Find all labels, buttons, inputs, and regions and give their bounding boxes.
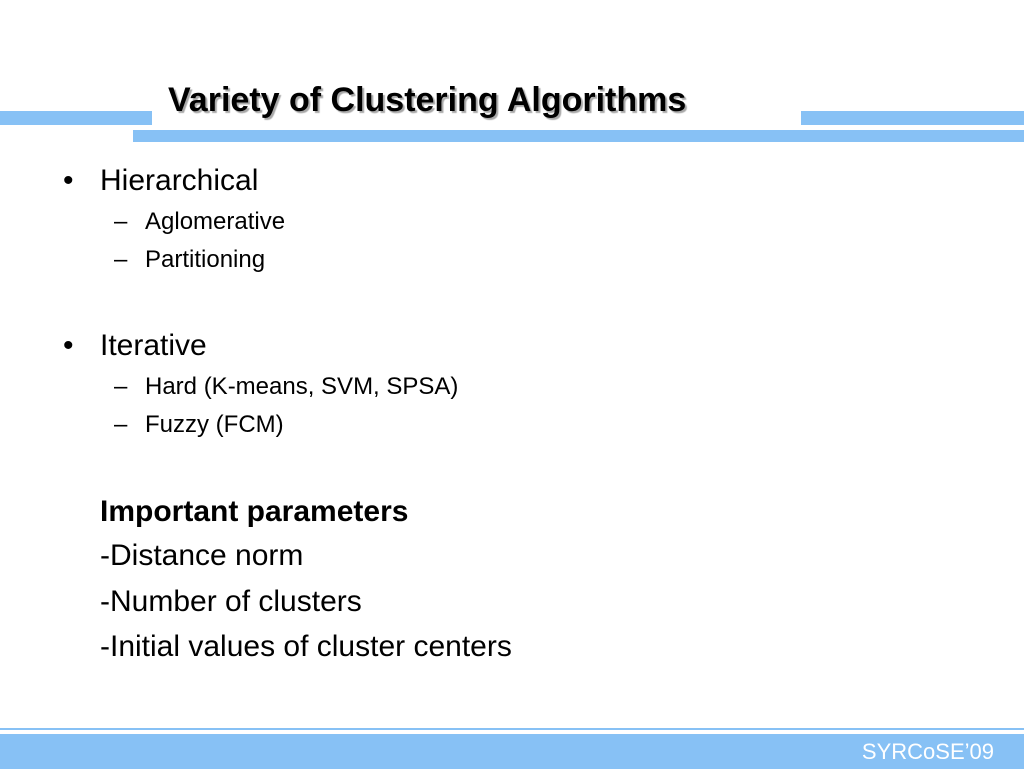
- parameter-line: -Distance norm: [100, 539, 304, 572]
- parameter-line: -Initial values of cluster centers: [100, 630, 512, 663]
- slide-body: • Hierarchical – Aglomerative – Partitio…: [63, 164, 512, 663]
- footer-divider: [0, 728, 1024, 730]
- header-bar-left: [0, 111, 152, 125]
- sub-bullet-partitioning: Partitioning: [145, 246, 266, 273]
- bullet-iterative: Iterative: [100, 329, 207, 362]
- header-underline-bar: [133, 130, 1024, 142]
- footer-label: SYRCoSE’09: [861, 739, 994, 764]
- header-bar-right: [801, 111, 1024, 125]
- sub-bullet-aglomerative: Aglomerative: [145, 208, 286, 235]
- sub-bullet-hard: Hard (K-means, SVM, SPSA): [145, 373, 459, 400]
- dash-icon: –: [114, 373, 128, 400]
- parameter-line: -Number of clusters: [100, 585, 362, 618]
- footer-bar: [0, 733, 1024, 769]
- slide-title: Variety of Clustering Algorithms: [168, 81, 687, 119]
- dash-icon: –: [114, 411, 128, 438]
- sub-bullet-fuzzy: Fuzzy (FCM): [145, 411, 284, 438]
- parameters-heading: Important parameters: [100, 495, 409, 528]
- bullet-icon: •: [63, 164, 74, 197]
- dash-icon: –: [114, 246, 128, 273]
- bullet-icon: •: [63, 329, 74, 362]
- dash-icon: –: [114, 208, 128, 235]
- bullet-hierarchical: Hierarchical: [100, 164, 259, 197]
